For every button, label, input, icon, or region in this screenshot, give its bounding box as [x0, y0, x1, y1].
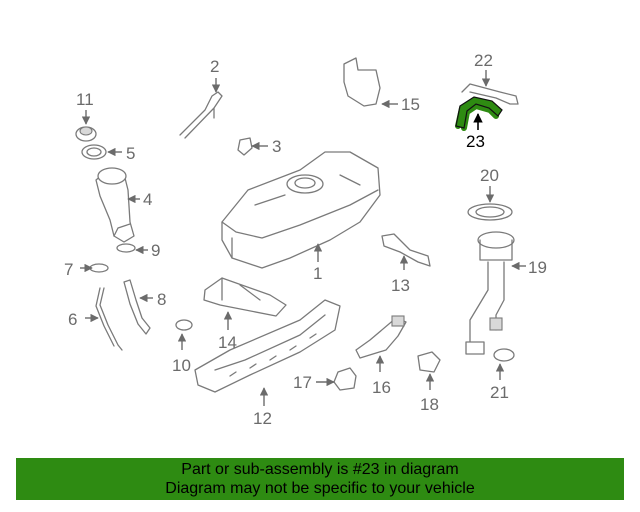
connector-part[interactable] — [417, 351, 441, 373]
breather-hose-part[interactable] — [95, 287, 123, 351]
fuel-tank-part[interactable] — [221, 151, 381, 269]
callout-10: 10 — [172, 356, 191, 375]
fuel-pipe-part[interactable] — [461, 83, 519, 105]
banner-line-1: Part or sub-assembly is #23 in diagram — [181, 461, 459, 478]
callout-21: 21 — [490, 383, 509, 402]
callout-3: 3 — [272, 137, 281, 156]
skid-plate-part[interactable] — [194, 299, 341, 393]
callout-20: 20 — [480, 166, 499, 185]
callout-2: 2 — [210, 57, 219, 76]
seal-ring-part[interactable] — [467, 203, 513, 221]
heat-shield-part[interactable] — [203, 277, 287, 317]
retaining-clip-part[interactable] — [333, 367, 357, 391]
callout-7: 7 — [64, 260, 73, 279]
callout-9: 9 — [151, 241, 160, 260]
small-clamp-part[interactable] — [89, 263, 109, 273]
clip-part[interactable] — [237, 137, 253, 156]
banner-line-2: Diagram may not be specific to your vehi… — [165, 480, 475, 497]
filter-ring-part[interactable] — [493, 348, 515, 362]
retainer-clip-part[interactable] — [175, 319, 193, 331]
leader-lines — [80, 70, 526, 406]
vent-tube-part[interactable] — [179, 91, 223, 139]
callout-22: 22 — [474, 51, 493, 70]
callout-13: 13 — [391, 276, 410, 295]
bracket-part[interactable] — [381, 233, 431, 267]
callout-1: 1 — [313, 264, 322, 283]
filler-hose-part[interactable] — [123, 279, 151, 335]
callout-4: 4 — [143, 190, 152, 209]
mounting-bracket-part[interactable] — [343, 57, 381, 107]
callout-17: 17 — [293, 373, 312, 392]
callout-16: 16 — [372, 378, 391, 397]
callout-6: 6 — [68, 310, 77, 329]
callout-18: 18 — [420, 395, 439, 414]
callout-14: 14 — [218, 333, 237, 352]
callout-19: 19 — [528, 258, 547, 277]
callout-11: 11 — [76, 90, 94, 109]
gasket-part[interactable] — [81, 144, 107, 160]
hose-clamp-part[interactable] — [116, 243, 136, 253]
callout-12: 12 — [253, 409, 272, 428]
callout-5: 5 — [126, 144, 135, 163]
callout-23: 23 — [466, 132, 485, 151]
filler-neck-part[interactable] — [95, 167, 135, 243]
highlighted-hose-part-23[interactable] — [455, 96, 503, 131]
callout-15: 15 — [401, 95, 420, 114]
fuel-pump-module-part[interactable] — [465, 231, 515, 355]
callout-8: 8 — [157, 290, 166, 309]
info-banner: Part or sub-assembly is #23 in diagram D… — [16, 458, 624, 500]
sender-unit-part[interactable] — [355, 315, 407, 359]
fuel-cap-part[interactable] — [75, 126, 97, 142]
callout-labels: 1 2 3 4 5 6 7 8 9 10 11 12 13 14 15 16 1… — [64, 51, 547, 428]
